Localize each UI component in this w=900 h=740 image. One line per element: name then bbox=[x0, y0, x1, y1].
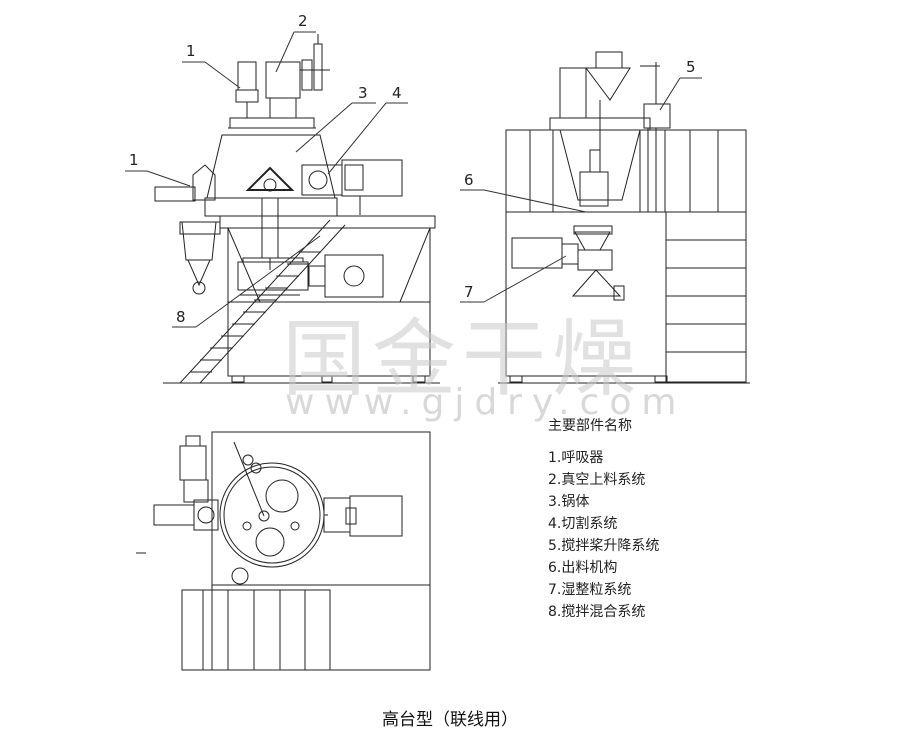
legend-item: 1.呼吸器 bbox=[548, 450, 604, 466]
callout-leaders bbox=[125, 31, 702, 328]
legend-item: 7.湿整粒系统 bbox=[548, 582, 632, 598]
callout-2: 2 bbox=[298, 12, 308, 30]
legend-item: 3.锅体 bbox=[548, 494, 590, 510]
callout-4: 4 bbox=[392, 84, 402, 102]
callout-3: 3 bbox=[358, 84, 368, 102]
top-view bbox=[136, 431, 431, 671]
watermark-logo-text: 国金干燥 bbox=[282, 310, 643, 408]
legend-item: 4.切割系统 bbox=[548, 516, 618, 532]
watermark-url: www.gjdry.com bbox=[285, 382, 687, 423]
front-view bbox=[154, 34, 440, 384]
parts-legend: 主要部件名称 1.呼吸器 2.真空上料系统 3.锅体 4.切割系统 5.搅拌桨升… bbox=[548, 415, 768, 623]
callout-7: 7 bbox=[464, 283, 474, 301]
callout-1-left: 1 bbox=[129, 151, 139, 169]
figure-caption: 高台型（联线用） bbox=[382, 710, 518, 730]
legend-item: 2.真空上料系统 bbox=[548, 472, 646, 488]
legend-item: 8.搅拌混合系统 bbox=[548, 604, 646, 620]
callout-8: 8 bbox=[176, 308, 186, 326]
legend-item: 5.搅拌桨升降系统 bbox=[548, 538, 660, 554]
callout-6: 6 bbox=[464, 171, 474, 189]
callout-1-top: 1 bbox=[186, 42, 196, 60]
side-view bbox=[498, 51, 750, 384]
callout-labels: 1 2 3 4 1 5 6 7 8 bbox=[129, 12, 696, 326]
callout-5: 5 bbox=[686, 58, 696, 76]
legend-item: 6.出料机构 bbox=[548, 560, 618, 576]
legend-title: 主要部件名称 bbox=[548, 418, 632, 434]
